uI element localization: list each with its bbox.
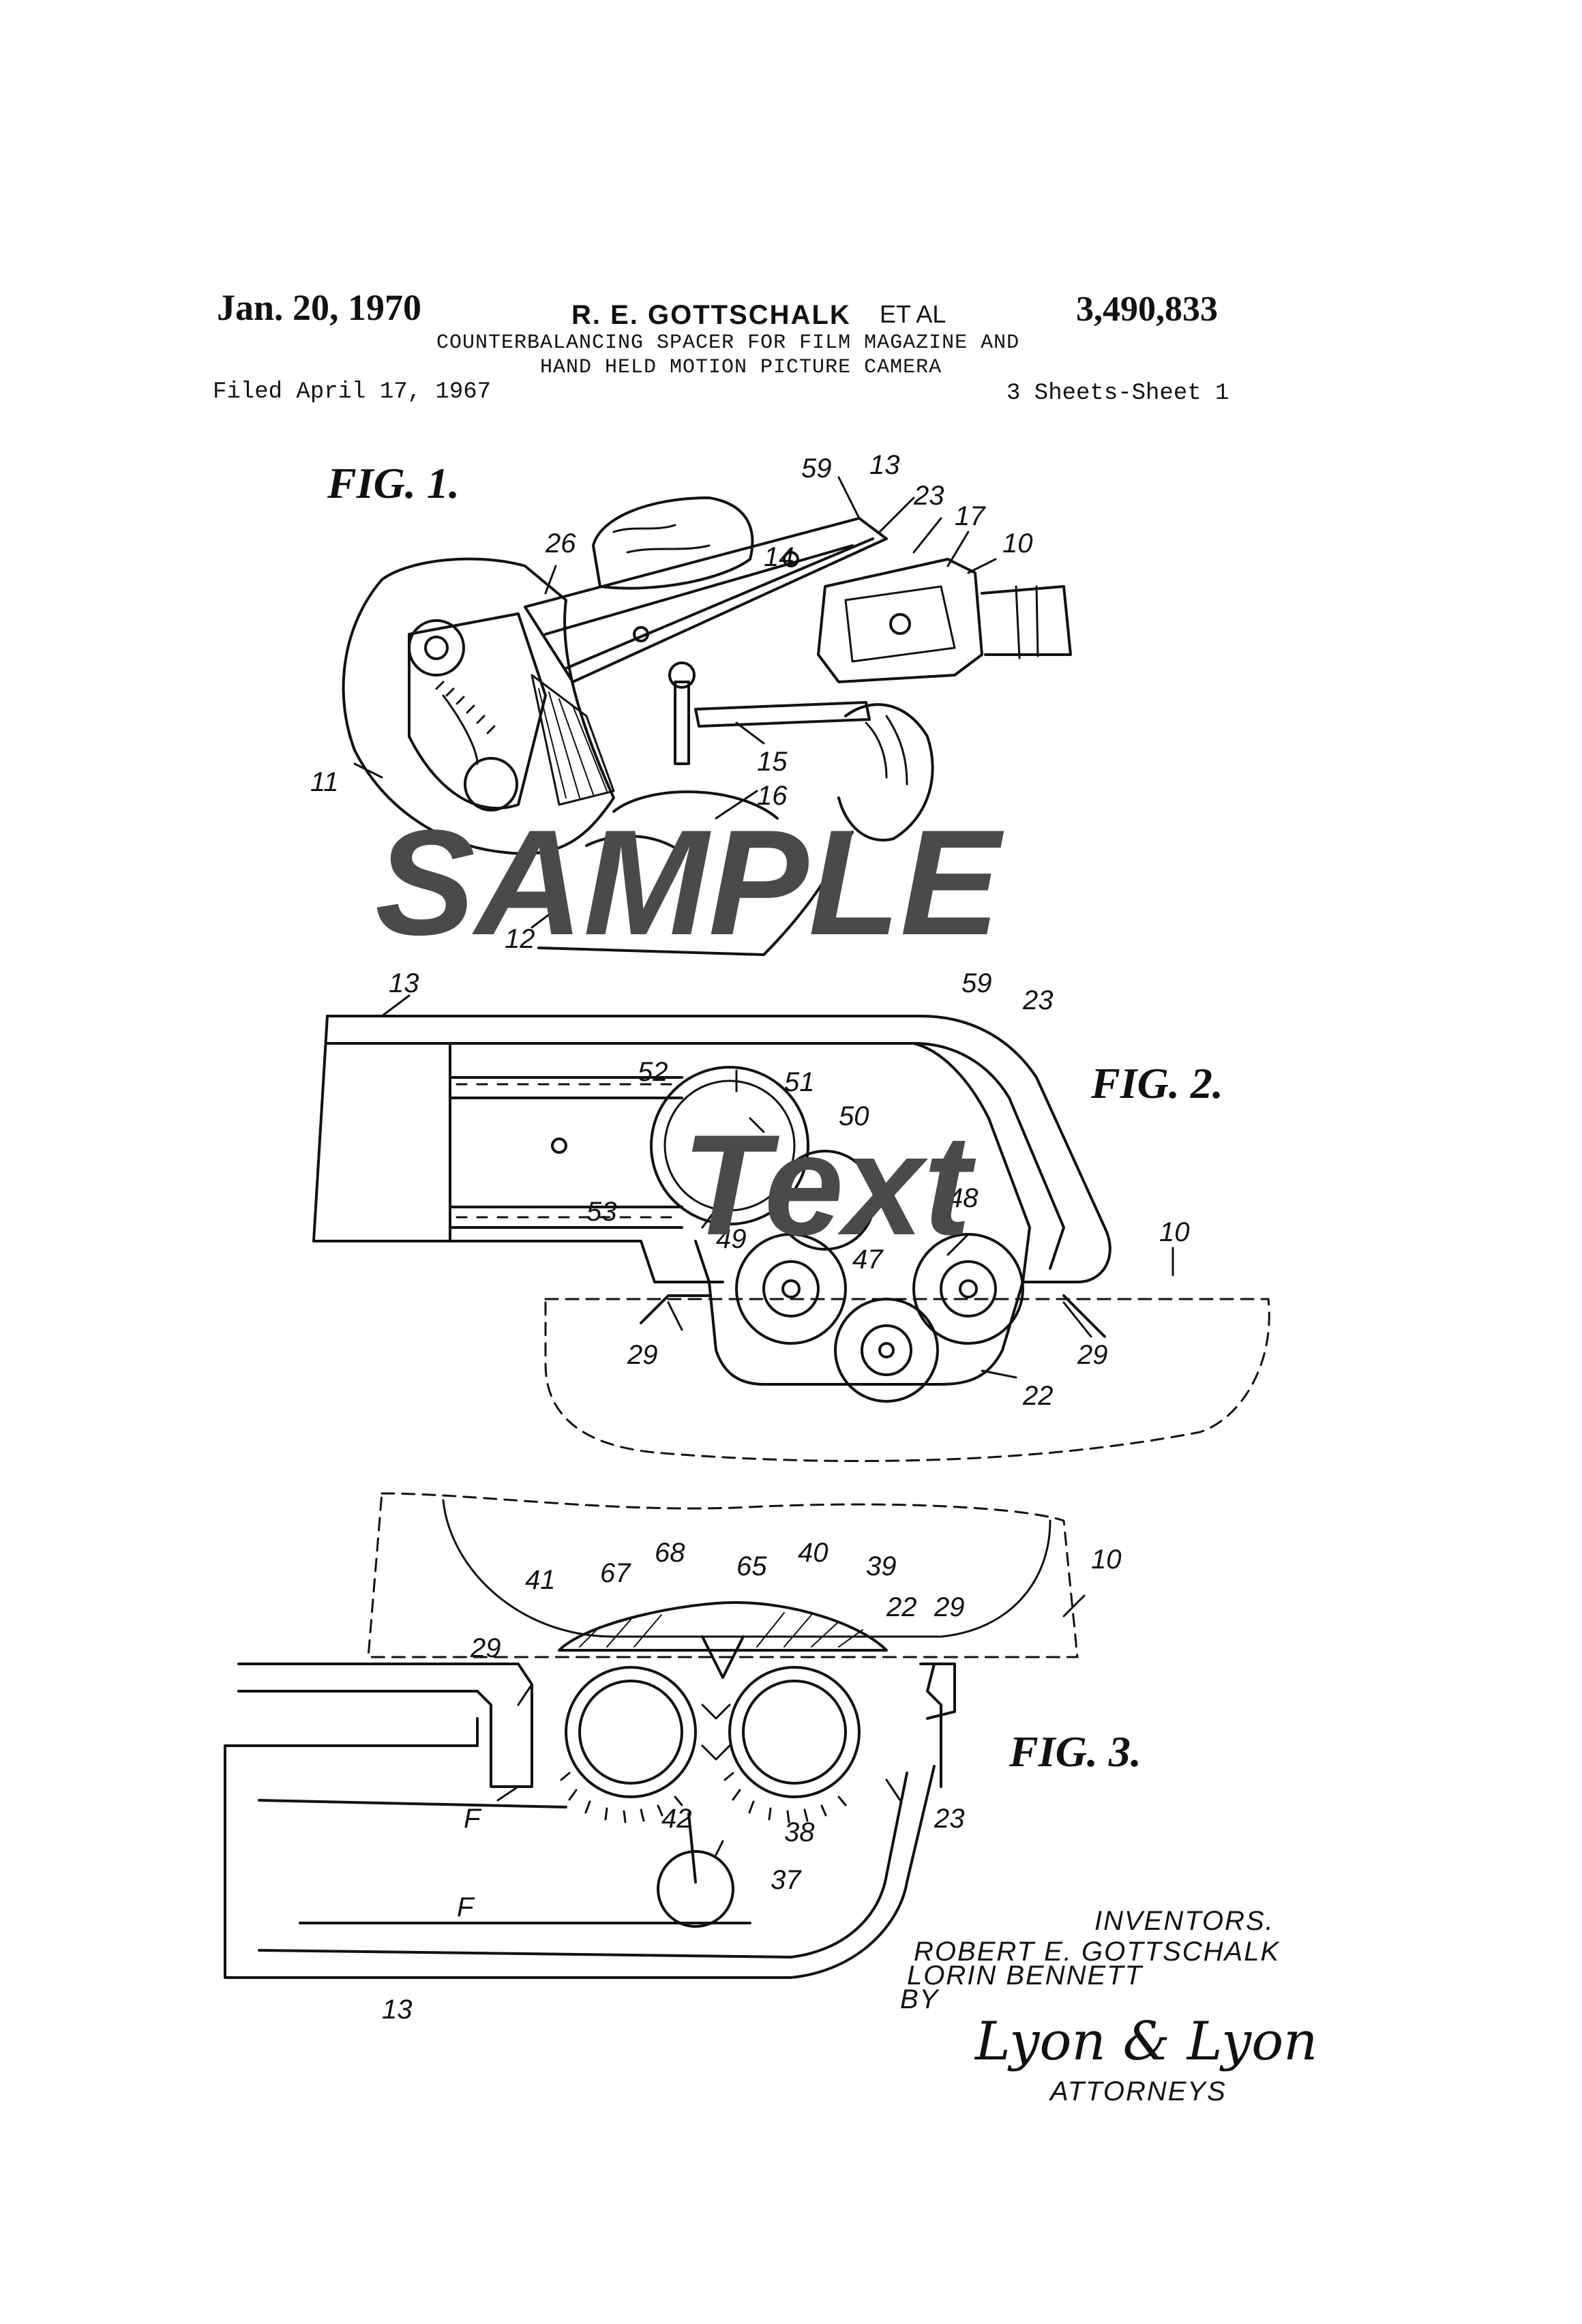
text-watermark: Text [682,1105,976,1265]
ref-40: 40 [798,1538,829,1568]
attorneys-label: ATTORNEYS [1049,2076,1227,2106]
ref-14: 14 [764,542,794,572]
inventor-1: ROBERT E. GOTTSCHALK [914,1937,1280,1967]
ref-13: 13 [869,450,900,480]
by-label: BY [900,1984,940,2014]
ref-29-left: 29 [627,1340,658,1370]
ref-11: 11 [310,767,339,797]
ref-22: 22 [1022,1381,1054,1411]
ref-38: 38 [784,1817,815,1847]
ref-26: 26 [545,528,576,558]
ref-59: 59 [961,968,992,998]
leader-lines [353,476,1174,1856]
patent-title-line2: HAND HELD MOTION PICTURE CAMERA [540,356,942,379]
ref-29-right: 29 [934,1592,965,1622]
ref-48: 48 [948,1183,979,1213]
inventor-name: R. E. GOTTSCHALK [571,300,851,330]
ref-13: 13 [389,968,419,998]
ref-39: 39 [866,1551,897,1581]
attorney-signature: Lyon & Lyon [974,2011,1317,2072]
ref-68: 68 [655,1538,685,1568]
fig3-label: FIG. 3. [1009,1727,1141,1776]
ref-41: 41 [525,1565,556,1595]
ref-23: 23 [1022,985,1054,1015]
ref-37: 37 [771,1865,802,1895]
ref-23: 23 [934,1804,965,1834]
patent-date: Jan. 20, 1970 [217,287,422,328]
sheet-count: 3 Sheets-Sheet 1 [1006,381,1229,406]
ref-47: 47 [852,1245,884,1275]
inventor-2: LORIN BENNETT [907,1961,1144,1991]
ref-29-left: 29 [470,1633,501,1663]
et-al: ET AL [880,300,946,328]
ref-13: 13 [382,1995,413,2025]
ref-22: 22 [886,1592,917,1622]
fig1-drawing [342,496,1072,956]
ref-42: 42 [661,1804,692,1834]
ref-16: 16 [757,781,788,811]
ref-29-right: 29 [1077,1340,1108,1370]
ref-10: 10 [1002,528,1033,558]
filed-date: Filed April 17, 1967 [213,379,492,405]
ref-10: 10 [1091,1545,1122,1575]
fig2-drawing [312,1015,1270,1462]
ref-12: 12 [505,924,535,954]
ref-15: 15 [757,747,788,777]
ref-10: 10 [1159,1217,1190,1247]
patent-title-line1: COUNTERBALANCING SPACER FOR FILM MAGAZIN… [436,331,1020,355]
fig2-label: FIG. 2. [1090,1059,1223,1107]
fig1-label: FIG. 1. [327,459,460,507]
ref-50: 50 [839,1101,869,1131]
ref-49: 49 [716,1224,747,1254]
inventors-heading: INVENTORS. [1094,1906,1274,1936]
ref-67: 67 [600,1558,631,1588]
ref-51: 51 [784,1067,815,1097]
ref-F-lower: F [457,1892,475,1922]
patent-number: 3,490,833 [1076,290,1218,329]
ref-F-upper: F [464,1804,482,1834]
ref-17: 17 [955,501,986,531]
ref-23: 23 [913,481,944,511]
ref-59: 59 [801,453,832,483]
fig3-drawing [224,1492,1079,1979]
ref-53: 53 [586,1197,617,1227]
ref-52: 52 [638,1057,668,1087]
ref-65: 65 [736,1551,767,1581]
sample-watermark: SAMPLE [375,799,1004,966]
